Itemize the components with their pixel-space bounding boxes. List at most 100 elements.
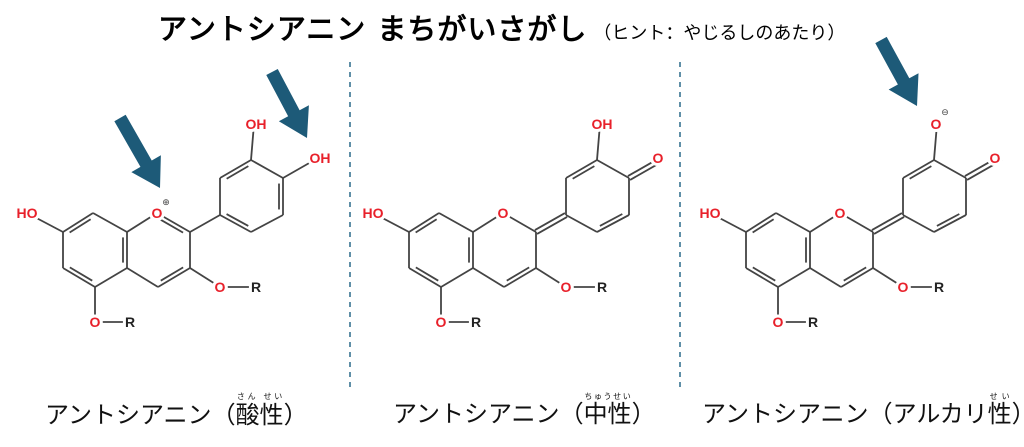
negative-charge-icon: ⊖ xyxy=(941,108,949,118)
paren-close: ） xyxy=(1012,400,1024,428)
title-hint: （ヒント：やじるしのあたり） xyxy=(593,23,846,44)
double-bond xyxy=(745,267,779,288)
double-bond xyxy=(629,159,666,181)
atom-r5: R xyxy=(471,314,481,330)
double-bond-inner xyxy=(506,266,530,282)
double-bond xyxy=(62,212,94,233)
single-bond xyxy=(809,212,841,233)
atom-ho: HO xyxy=(700,205,721,221)
atom-o3: O xyxy=(561,279,572,295)
state-ruby: せい xyxy=(987,392,1012,401)
double-bond xyxy=(745,212,777,233)
single-bond xyxy=(472,267,505,288)
bonds xyxy=(26,123,1003,323)
single-bond xyxy=(775,212,811,233)
single-bond xyxy=(809,267,842,288)
atom-oh3: OH xyxy=(592,116,613,132)
single-bond xyxy=(26,212,64,233)
page-title: アントシアニン まちがいさがし（ヒント：やじるしのあたり） xyxy=(158,6,845,48)
single-bond xyxy=(902,214,935,233)
single-bond xyxy=(777,267,811,288)
double-bond-inner xyxy=(226,165,249,180)
double-bond-inner xyxy=(936,213,960,227)
double-bond-inner xyxy=(226,213,249,227)
positive-charge-icon: ⊕ xyxy=(162,198,170,208)
double-bond xyxy=(219,159,252,179)
atom-o1: O xyxy=(835,205,846,221)
arrows xyxy=(114,36,919,188)
hint-arrow-icon xyxy=(114,114,161,188)
single-bond xyxy=(596,123,601,161)
double-bond xyxy=(503,267,537,288)
atom-r3: R xyxy=(934,279,944,295)
single-bond xyxy=(502,212,537,233)
atom-o3: O xyxy=(898,279,909,295)
double-bond-inner xyxy=(909,165,932,180)
atom-r5: R xyxy=(125,314,135,330)
double-bond-inner xyxy=(752,266,776,282)
single-bond xyxy=(250,159,284,179)
double-bond-inner xyxy=(69,266,93,282)
double-bond xyxy=(964,155,1001,177)
single-bond xyxy=(92,212,128,233)
single-bond xyxy=(933,123,938,161)
atom-ho: HO xyxy=(17,205,38,221)
single-bond xyxy=(126,267,159,288)
double-bond-inner xyxy=(415,218,438,234)
paren-close: ） xyxy=(283,401,308,429)
state-text: 酸性 xyxy=(235,401,284,429)
double-bond xyxy=(156,212,191,233)
caption-name: アントシアニン xyxy=(393,400,560,428)
single-bond xyxy=(372,212,410,233)
molecule-neutral: HO O O R O R OH O xyxy=(360,113,667,333)
double-bond-inner xyxy=(159,218,184,234)
paren-close: ） xyxy=(631,400,656,428)
double-bond xyxy=(873,216,905,235)
double-bond xyxy=(565,159,598,179)
atom-o3-prime: O xyxy=(931,116,942,132)
molecule-alkaline: HO O O R O R O ⊖ O xyxy=(697,108,1004,333)
single-bond xyxy=(126,212,158,233)
state-ruby: ちゅうせい xyxy=(583,392,632,401)
single-bond xyxy=(189,214,221,233)
caption-name: アントシアニン xyxy=(45,401,212,429)
double-bond xyxy=(627,155,664,177)
atom-r5: R xyxy=(808,314,818,330)
single-bond xyxy=(565,214,598,233)
state-text: 中性 xyxy=(583,400,632,428)
single-bond xyxy=(709,212,747,233)
single-bond xyxy=(440,267,474,288)
double-bond-inner xyxy=(69,218,92,234)
hint-arrow-icon xyxy=(875,36,919,106)
paren-open: （ xyxy=(868,400,893,428)
double-bond xyxy=(534,212,566,231)
atom-ho: HO xyxy=(363,205,384,221)
double-bond xyxy=(933,214,967,233)
caption-state: 性せい xyxy=(987,392,1012,428)
double-bond xyxy=(157,267,191,288)
state-ruby: さん せい xyxy=(235,392,284,401)
single-bond xyxy=(933,159,967,179)
double-bond-inner xyxy=(415,266,439,282)
title-main: アントシアニン まちがいさがし xyxy=(158,12,588,46)
hint-arrow-icon xyxy=(266,68,309,138)
double-bond xyxy=(408,267,442,288)
double-bond xyxy=(871,212,903,231)
single-bond xyxy=(189,267,221,288)
atom-o1: O xyxy=(498,205,509,221)
atom-o5: O xyxy=(436,314,447,330)
single-bond xyxy=(282,157,319,179)
double-bond-inner xyxy=(572,165,595,180)
atom-o5: O xyxy=(90,314,101,330)
paren-open: （ xyxy=(211,401,236,429)
paren-open: （ xyxy=(559,400,584,428)
single-bond xyxy=(94,267,128,288)
atom-o5: O xyxy=(773,314,784,330)
caption-state: 酸性さん せい xyxy=(235,392,284,429)
single-bond xyxy=(872,267,904,288)
state-text: 性 xyxy=(987,400,1012,428)
atom-o3: O xyxy=(215,279,226,295)
atom-oh3: OH xyxy=(246,116,267,132)
double-bond-inner xyxy=(599,213,623,227)
